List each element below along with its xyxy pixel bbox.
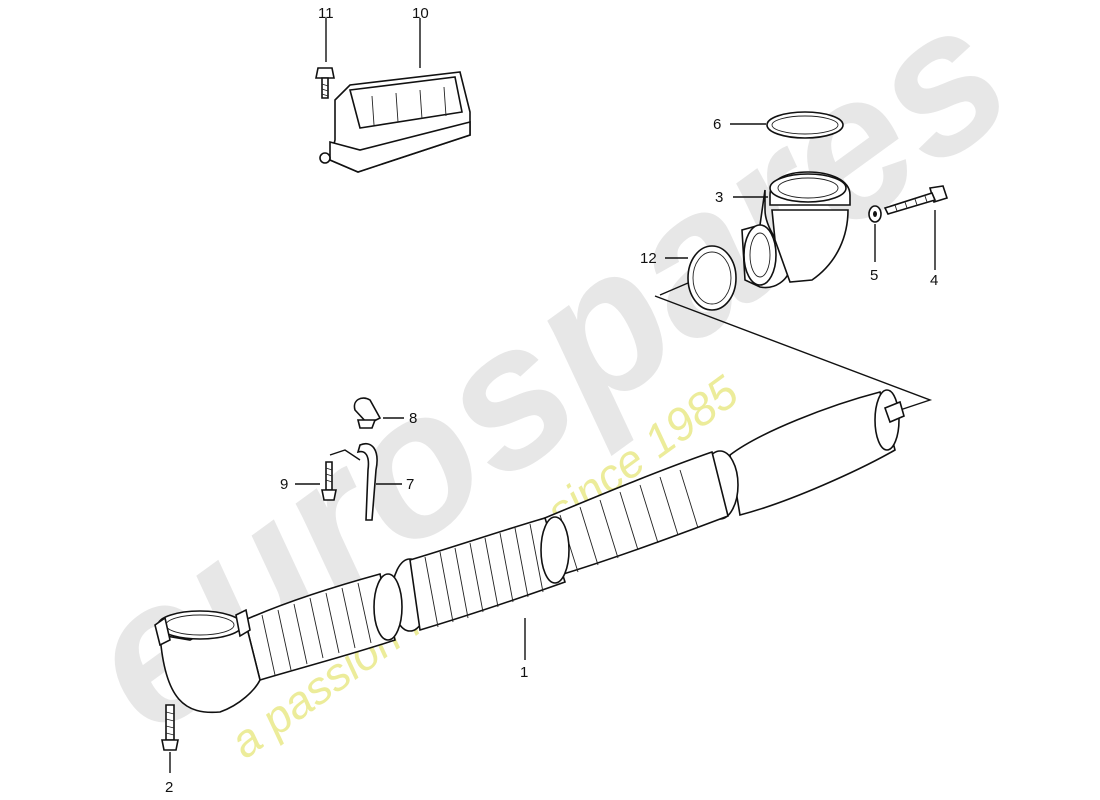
callout-1: 1 [520,664,528,681]
part-11-bolt [315,67,335,99]
part-3-elbow [741,171,851,289]
callout-12: 12 [640,250,657,267]
callout-8: 8 [409,410,417,427]
callout-2: 2 [165,779,173,796]
callout-3: 3 [715,189,723,206]
part-7-strap [356,443,378,521]
part-9-guide [329,449,361,461]
part-4-screw [883,185,949,215]
part-5-washer [868,205,882,223]
leader-lines [169,18,936,773]
callout-10: 10 [412,5,429,22]
callout-11: 11 [318,5,334,22]
assembly-guide-line [654,282,933,411]
callout-7: 7 [406,476,414,493]
callout-6: 6 [713,116,721,133]
part-9-bolt [321,461,337,501]
part-10-grille-bracket [319,71,471,173]
part-12-clamp-ring [687,245,737,311]
callout-9: 9 [280,476,288,493]
callouts: 11 10 6 3 12 4 5 8 9 7 1 2 [165,5,938,796]
part-8-clip [353,397,382,429]
part-1-flex-hose [154,389,905,714]
callout-5: 5 [870,267,878,284]
part-2-screw [161,704,179,751]
part-6-o-ring [766,111,844,139]
callout-4: 4 [930,272,938,289]
